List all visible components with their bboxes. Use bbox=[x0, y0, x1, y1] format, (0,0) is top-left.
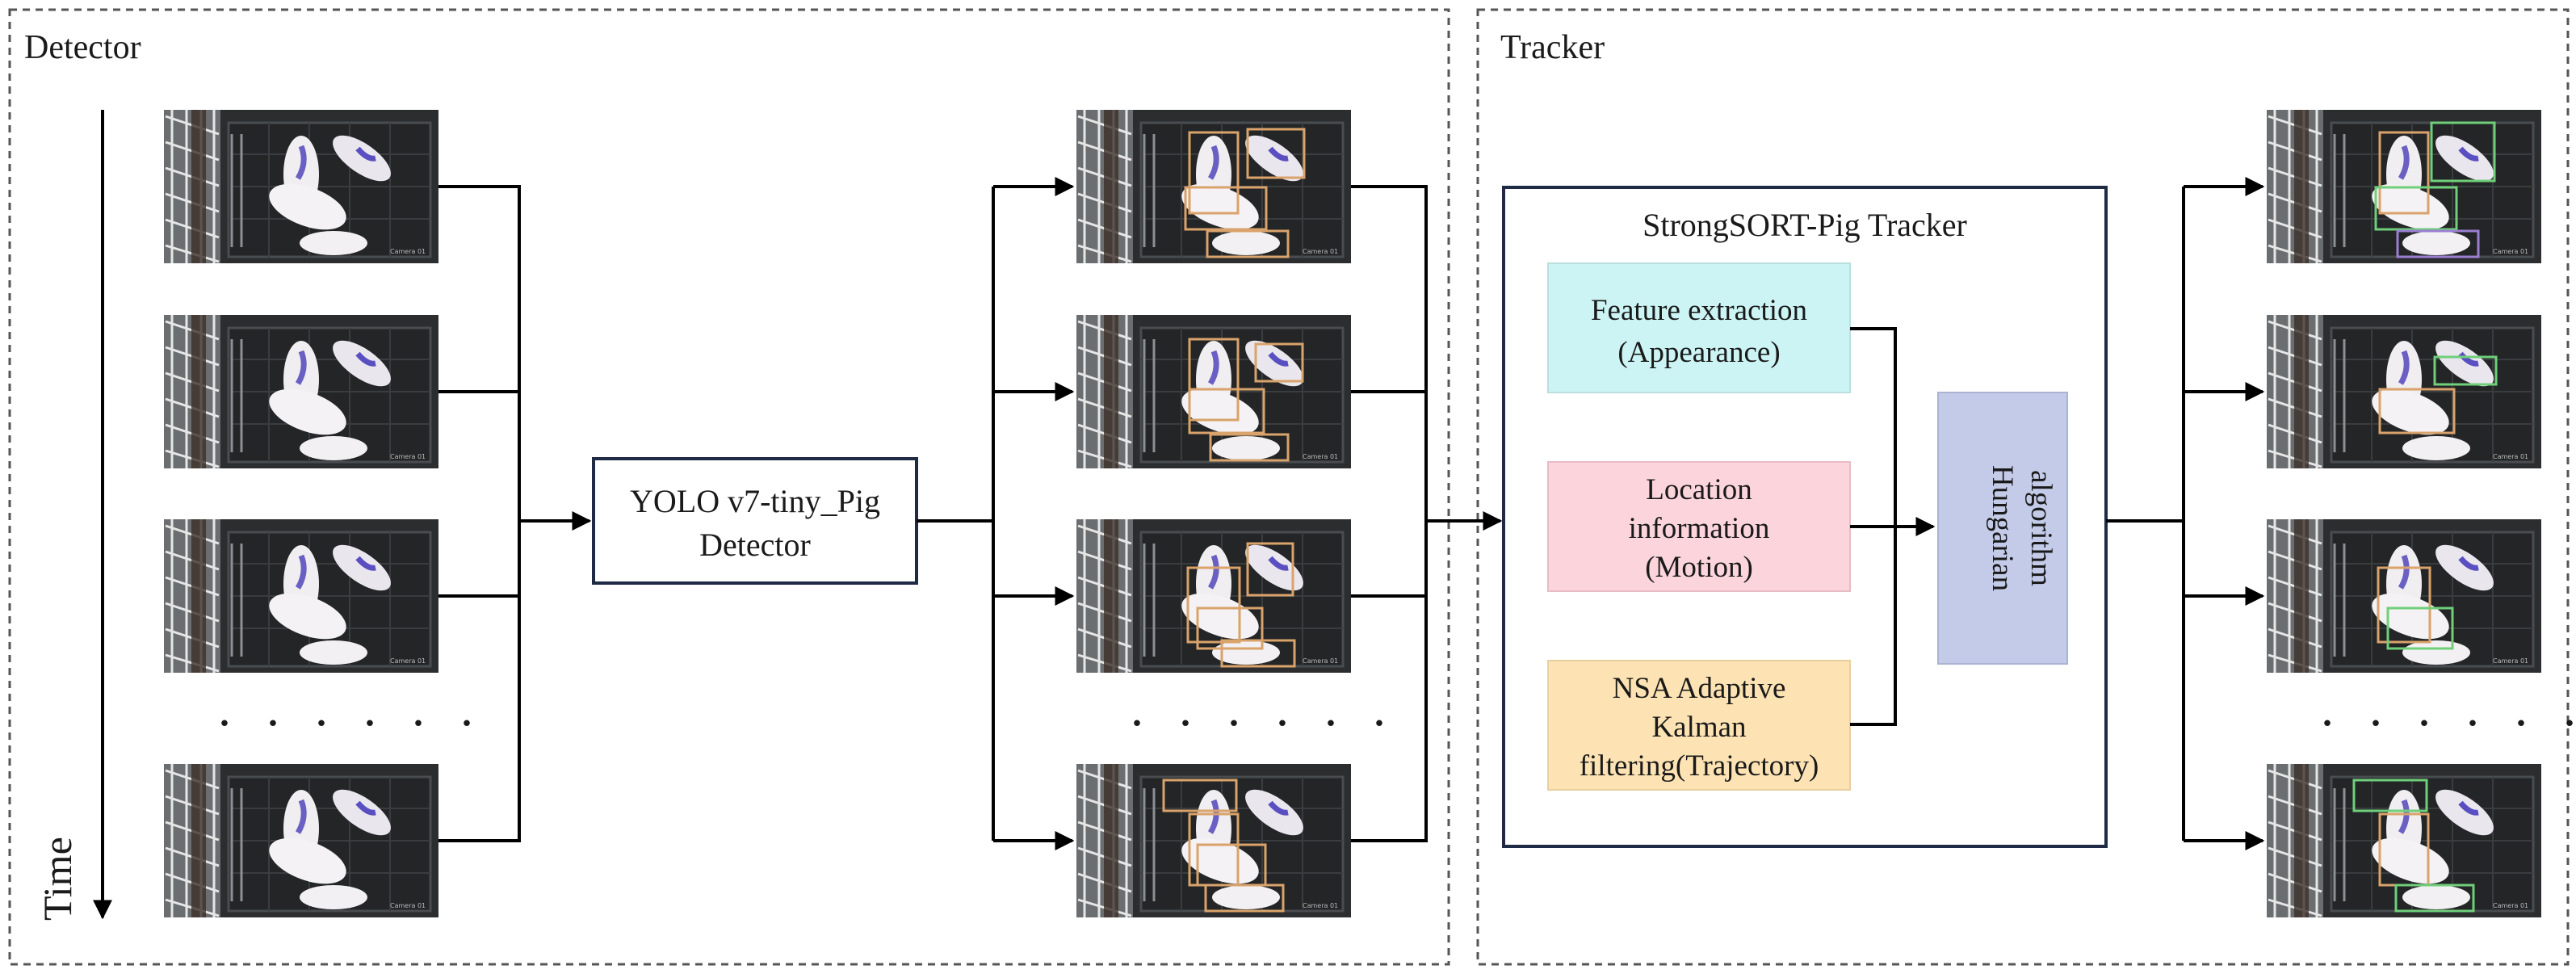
nsa-line2: Kalman bbox=[1651, 711, 1746, 744]
nsa-line3: filtering(Trajectory) bbox=[1580, 749, 1819, 783]
time-label: Time bbox=[35, 837, 80, 921]
yolo-detector-line2: Detector bbox=[699, 527, 811, 563]
nsa-line1: NSA Adaptive bbox=[1613, 672, 1786, 705]
detection-frame-3 bbox=[1076, 519, 1351, 673]
tracked-frame-2 bbox=[2267, 315, 2541, 468]
output-ellipsis: . . . . . . bbox=[2321, 679, 2576, 737]
nsa-kalman-box bbox=[1547, 660, 1851, 791]
hungarian-line1: Hungarian bbox=[1986, 465, 2019, 591]
tracked-frame-3 bbox=[2267, 519, 2541, 673]
hungarian-algorithm-box bbox=[1937, 392, 2068, 665]
input-frame-3 bbox=[164, 519, 438, 673]
location-line1: Location bbox=[1646, 473, 1752, 506]
feature-extraction-line1: Feature extraction bbox=[1591, 294, 1807, 327]
feature-extraction-box bbox=[1547, 262, 1851, 393]
detection-ellipsis: . . . . . . bbox=[1131, 679, 1397, 737]
hungarian-line2: algorithm bbox=[2024, 470, 2058, 586]
detection-frame-2 bbox=[1076, 315, 1351, 468]
tracker-section bbox=[1476, 8, 2570, 966]
yolo-detector-line1: YOLO v7-tiny_Pig bbox=[630, 483, 880, 519]
tracker-title: Tracker bbox=[1500, 29, 1605, 66]
detector-title: Detector bbox=[24, 29, 141, 66]
input-frame-2 bbox=[164, 315, 438, 468]
input-frame-4 bbox=[164, 764, 438, 917]
tracked-frame-1 bbox=[2267, 110, 2541, 263]
input-ellipsis: . . . . . . bbox=[218, 679, 485, 737]
detection-frame-4 bbox=[1076, 764, 1351, 917]
location-information-box bbox=[1547, 461, 1851, 592]
yolo-detector-box bbox=[592, 457, 918, 585]
location-line2: information bbox=[1629, 512, 1770, 545]
strongsort-title: StrongSORT-Pig Tracker bbox=[1643, 207, 1967, 243]
detection-frame-1 bbox=[1076, 110, 1351, 263]
input-frame-1 bbox=[164, 110, 438, 263]
feature-extraction-line2: (Appearance) bbox=[1617, 336, 1780, 369]
tracked-frame-4 bbox=[2267, 764, 2541, 917]
location-line3: (Motion) bbox=[1645, 551, 1753, 584]
detector-section bbox=[8, 8, 1450, 966]
